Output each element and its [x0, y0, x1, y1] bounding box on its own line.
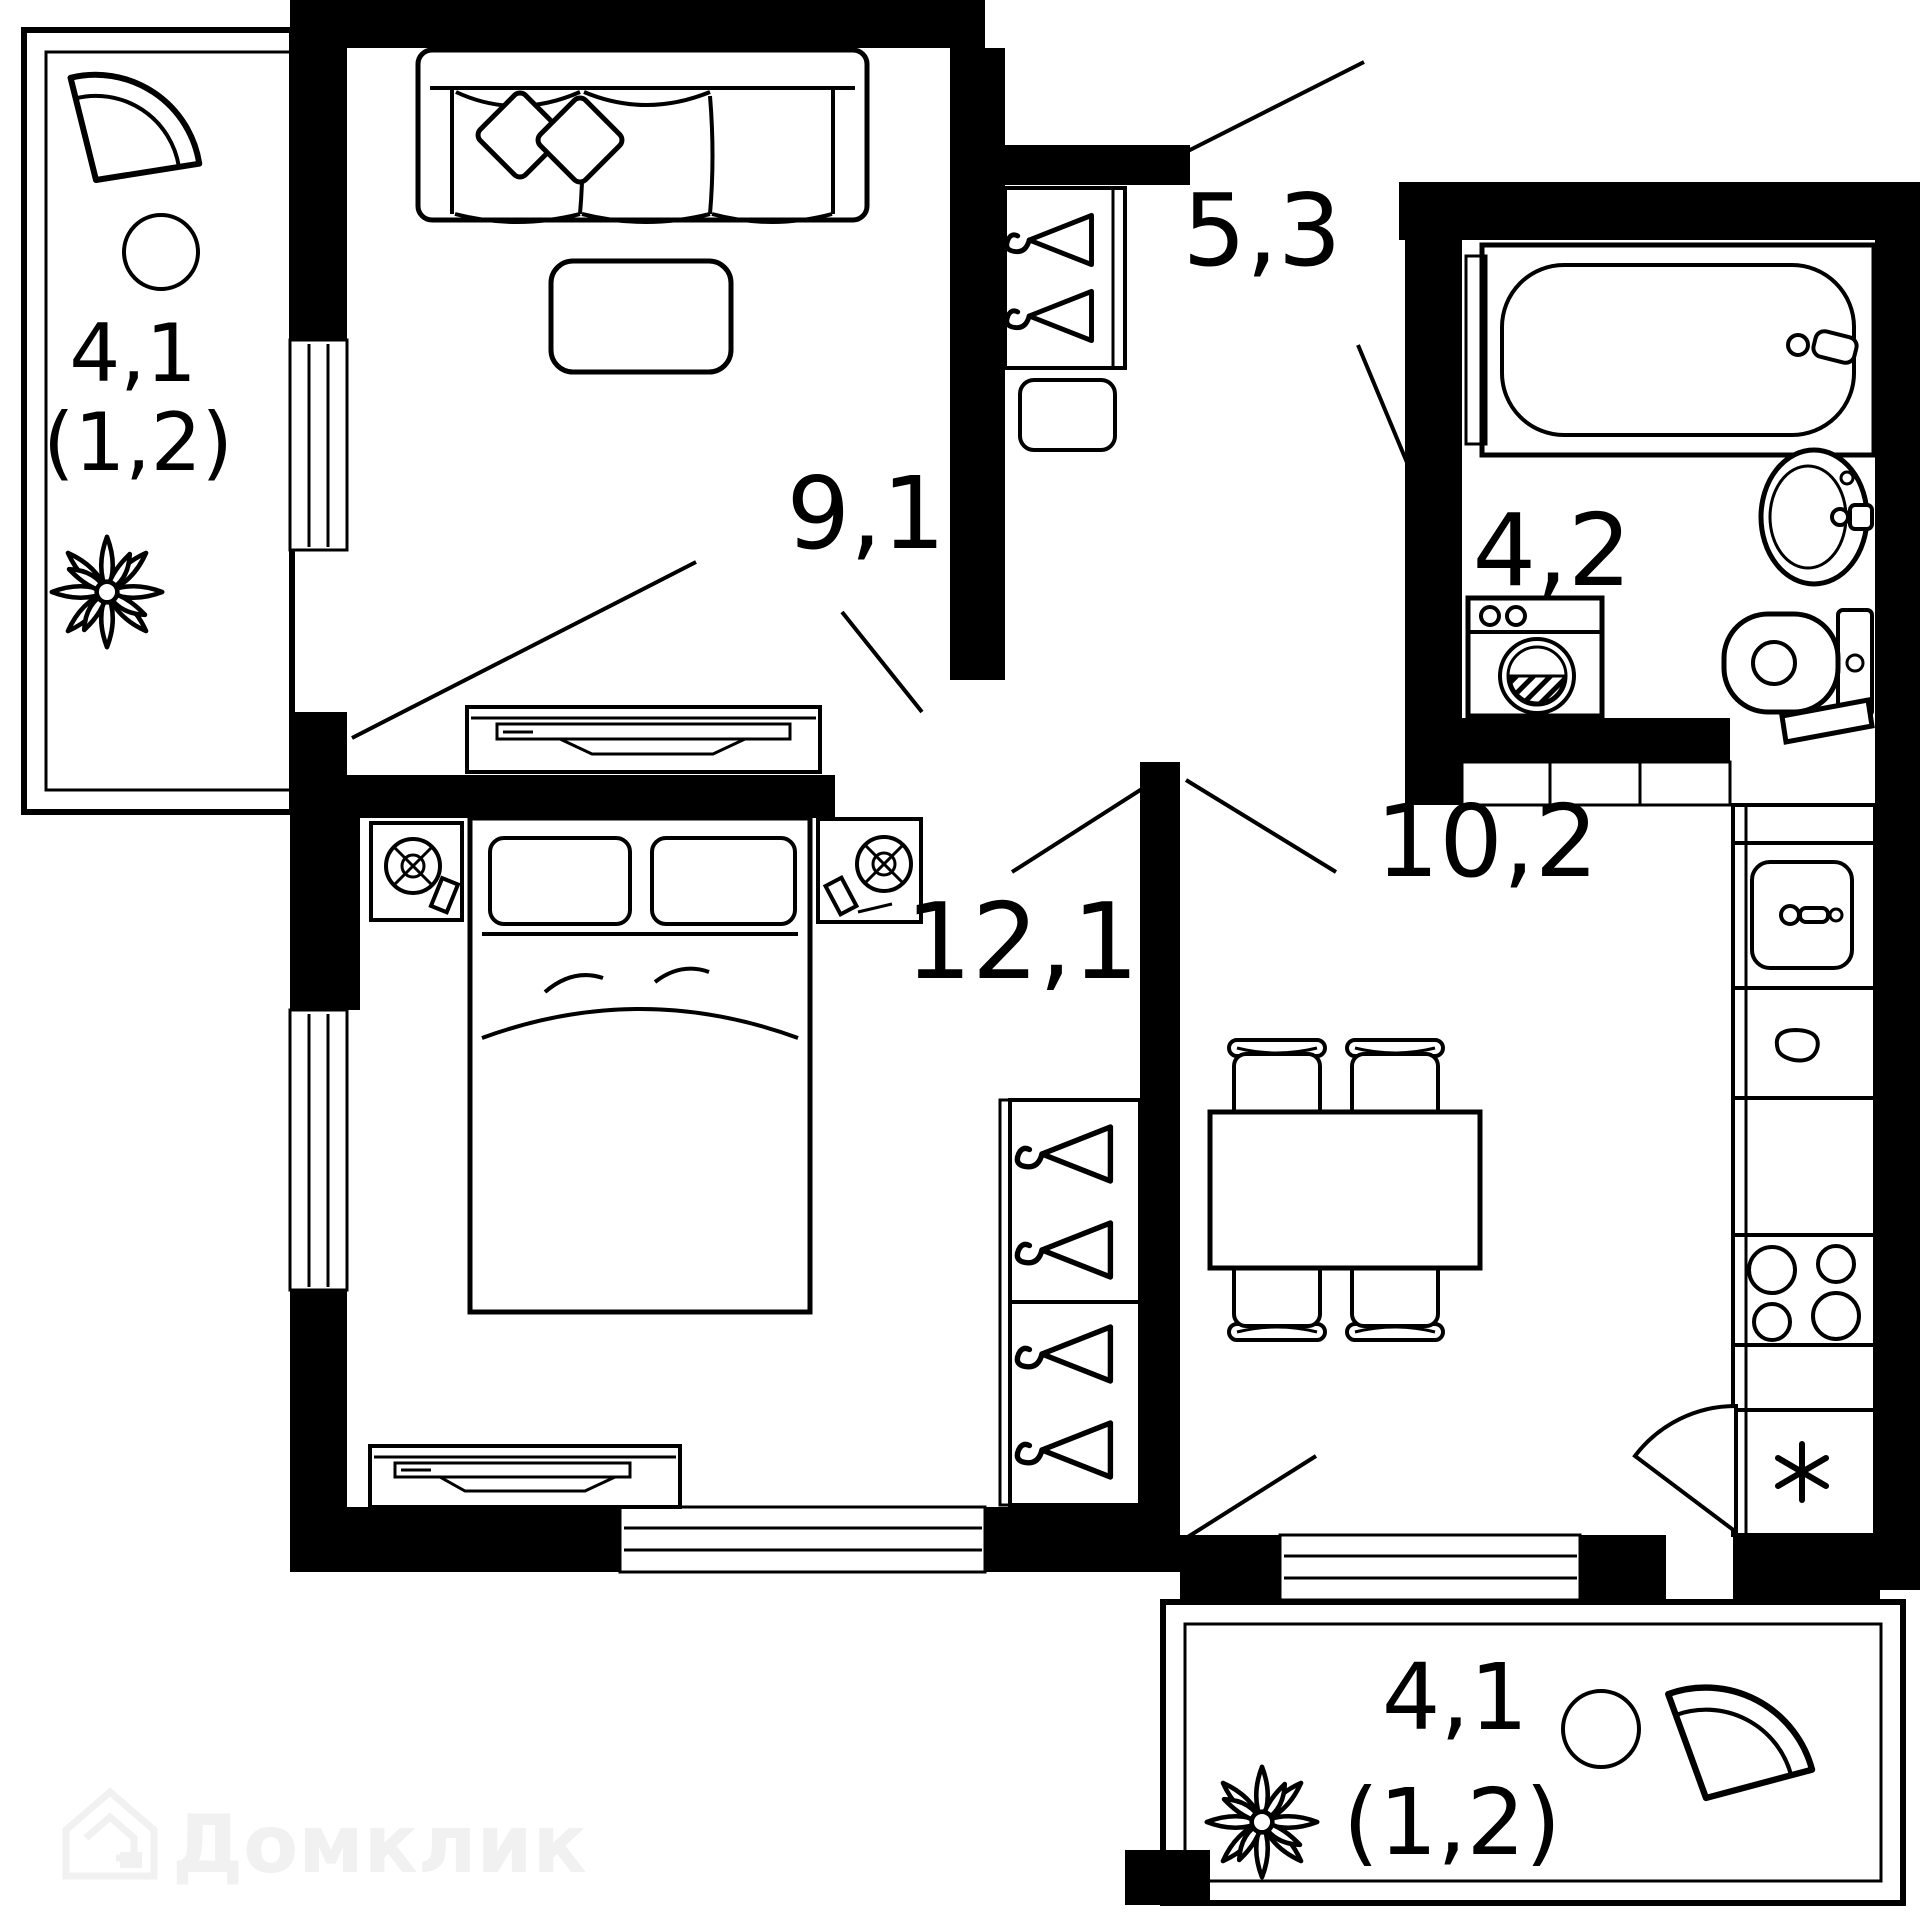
room-label-living-area: 9,1	[786, 455, 945, 572]
wall-kitchen-bottom-mid	[1580, 1535, 1666, 1600]
window-living-left	[288, 338, 349, 552]
round-table-icon	[1561, 1689, 1641, 1769]
wall-bedroom-bottom	[290, 1507, 620, 1572]
balcony-bottom-outer-wall	[1160, 1599, 1906, 1906]
house-logo-icon	[62, 1787, 158, 1880]
kettle-icon	[1774, 1027, 1820, 1063]
wall-bathroom-bottom	[1405, 718, 1730, 762]
dining-table-icon	[1207, 1109, 1483, 1271]
room-label-bathroom-area: 4,2	[1472, 492, 1631, 609]
hall-closet	[1003, 186, 1127, 370]
leader-hall-passage	[1356, 344, 1448, 557]
bed-pillow	[650, 836, 797, 926]
sofa-pillow	[475, 90, 565, 180]
door-swing-icon	[1632, 1403, 1738, 1537]
wall-bathroom-top	[1399, 182, 1920, 240]
sofa-pillow	[535, 95, 625, 185]
bathroom-fixtures	[1464, 242, 1877, 745]
asterisk-icon	[1775, 1441, 1829, 1503]
balcony-top-furniture	[52, 72, 208, 648]
wall-right-exterior	[1875, 240, 1920, 1590]
leader-bedroom-opening	[1010, 778, 1158, 874]
windows	[288, 338, 1582, 1602]
washing-machine-icon	[1465, 595, 1605, 719]
balcony-bottom-structure	[1160, 1599, 1906, 1906]
hallway-furniture	[1003, 186, 1127, 452]
plant-icon	[1207, 1767, 1317, 1877]
wall-kitchen-bottom-left	[1180, 1535, 1280, 1600]
round-table-icon	[122, 213, 200, 291]
bedroom-furniture	[368, 815, 923, 1509]
room-label-hallway-area: 5,3	[1182, 172, 1341, 289]
living-room-furniture	[415, 47, 870, 774]
room-label-balcony-bottom-reduced: (1,2)	[1343, 1769, 1561, 1876]
wall-top	[290, 0, 985, 48]
wall-entry	[1005, 145, 1190, 185]
kitchen-sink-icon	[1750, 860, 1854, 970]
leader-balcony-bottom	[1181, 1454, 1318, 1542]
leader-entrance	[1185, 60, 1365, 154]
window-bedroom-bottom	[618, 1505, 987, 1574]
leader-living-opening	[840, 610, 924, 714]
leader-balcony-top	[351, 560, 697, 740]
stool-icon	[1018, 378, 1117, 452]
watermark: Домклик	[62, 1787, 587, 1891]
sofa-icon	[415, 47, 870, 224]
leader-kitchen-opening	[1184, 778, 1338, 874]
wall-living-bottom	[347, 775, 835, 818]
watermark-text: Домклик	[172, 1798, 587, 1891]
wall-kitchen-bottom-right	[1733, 1535, 1880, 1600]
room-label-bedroom-area: 12,1	[905, 881, 1139, 1003]
wardrobe	[998, 1098, 1142, 1507]
nightstand-lamp-icon	[816, 817, 923, 924]
window-kitchen-bottom	[1278, 1533, 1582, 1602]
wall-corridor-stub	[1140, 762, 1180, 1535]
wall-balcony-pier	[1125, 1850, 1210, 1905]
balcony-bottom-furniture	[1207, 1688, 1812, 1878]
room-labels: 4,1 (1,2) 9,1 5,3 4,2 12,1 10,2 4,1 (1,2…	[43, 172, 1631, 1876]
nightstand-lamp-icon	[369, 821, 464, 922]
bed-pillow	[488, 836, 632, 926]
room-label-kitchen-area: 10,2	[1376, 783, 1599, 900]
walls	[290, 0, 1920, 1905]
kitchen-fixtures	[1207, 803, 1877, 1537]
window-bedroom-left	[288, 1008, 349, 1292]
bathroom-door-leaf	[1779, 697, 1875, 745]
toilet-icon	[1721, 608, 1874, 718]
room-label-balcony-top-area: 4,1	[69, 307, 196, 400]
room-label-balcony-top-reduced: (1,2)	[43, 396, 233, 489]
tv-stand-icon	[465, 705, 822, 774]
bath-shelf	[1464, 254, 1488, 446]
vent-duct	[1460, 760, 1732, 807]
wall-bedroom-left-corner	[290, 775, 360, 1010]
wall-living-right	[950, 48, 1005, 680]
balcony-bottom-inner-wall	[1183, 1622, 1883, 1883]
stove-burners-icon	[1747, 1244, 1861, 1342]
double-bed-icon	[467, 815, 813, 1315]
plant-icon	[52, 537, 162, 647]
coffee-table-icon	[548, 258, 734, 375]
washbasin-icon	[1758, 447, 1874, 587]
armchair-icon	[1668, 1688, 1812, 1798]
room-label-balcony-bottom-area: 4,1	[1382, 1644, 1528, 1751]
wall-living-left-upper	[290, 0, 347, 340]
armchair-icon	[60, 72, 207, 191]
dresser-icon	[368, 1444, 682, 1509]
bathtub-icon	[1479, 242, 1877, 458]
leader-lines	[351, 60, 1448, 1542]
